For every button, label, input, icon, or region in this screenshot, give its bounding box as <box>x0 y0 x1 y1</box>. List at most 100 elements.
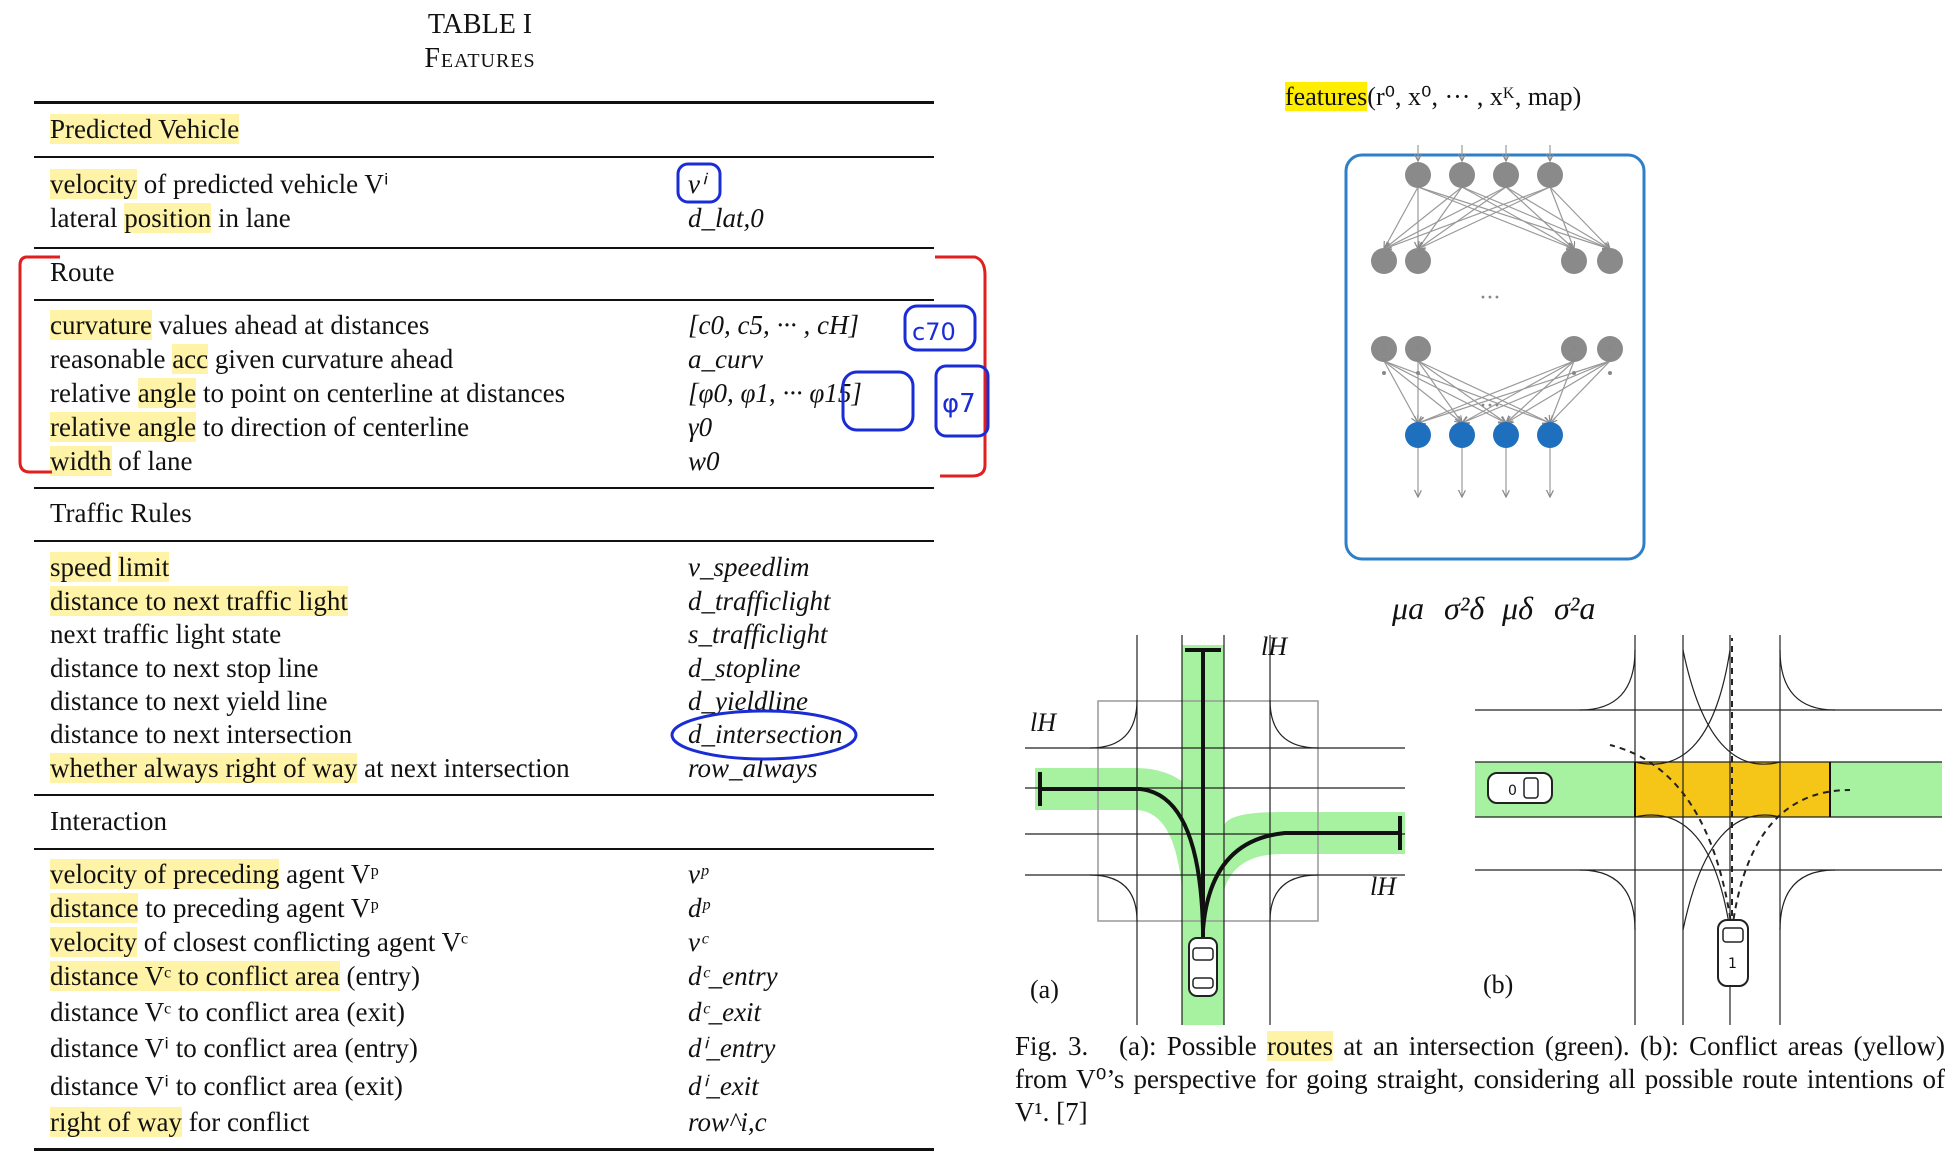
table-row: distance to next intersection d_intersec… <box>50 718 930 750</box>
output-mu-a: μa <box>1392 590 1425 626</box>
table-row: right of way for conflict row^i,c <box>50 1106 930 1138</box>
output-node <box>1405 422 1431 448</box>
handwritten-annotations: c70 φ7 <box>18 162 990 761</box>
network-outputs: μa σ²δ μδ σ²a <box>1392 590 1612 630</box>
intersection-diagram-b: 0 1 <box>1475 635 1942 1025</box>
feature-symbol: d_trafficlight <box>688 586 831 616</box>
car-icon: 1 <box>1717 919 1749 987</box>
hidden-node <box>1561 248 1587 274</box>
feature-label: distance Vⁱ to conflict area (exit) <box>50 1071 403 1101</box>
network-frame <box>1344 153 1646 561</box>
hidden-node <box>1597 248 1623 274</box>
network-edge <box>1383 360 1462 423</box>
section-rule <box>34 156 934 158</box>
section-heading: Traffic Rules <box>50 498 192 528</box>
circle-phi15 <box>841 370 915 432</box>
neural-network-diagram: ··· ··· <box>1344 145 1646 561</box>
feature-label: whether always right of way at next inte… <box>50 753 570 783</box>
table-row: distance Vⁱ to conflict area (entry) dⁱ_… <box>50 1032 930 1064</box>
section-rule <box>34 540 934 542</box>
network-edge <box>1506 360 1575 423</box>
feature-label: width of lane <box>50 446 193 476</box>
figure-label-a: (a) <box>1030 975 1059 1004</box>
feature-label: distance to next traffic light <box>50 586 348 616</box>
feature-symbol: d_stopline <box>688 653 801 683</box>
feature-label: relative angle to point on centerline at… <box>50 378 566 408</box>
feature-symbol: vᶜ <box>688 927 708 957</box>
car-icon <box>1188 937 1218 997</box>
network-edge <box>1506 360 1611 423</box>
feature-label: velocity of preceding agent Vᵖ <box>50 859 379 889</box>
note-phi7-box <box>934 364 990 438</box>
layer-dots-row2: ··· <box>1480 394 1501 419</box>
table-row: lateral position in lane d_lat,0 <box>50 202 930 234</box>
feature-label: speed limit <box>50 552 170 582</box>
car-1-label: 1 <box>1728 956 1737 972</box>
caption-text-a: (a): Possible <box>1119 1031 1267 1061</box>
section-rule <box>34 247 934 249</box>
feature-symbol: dᶜ_entry <box>688 961 778 991</box>
feature-symbol: s_trafficlight <box>688 619 828 649</box>
network-edge <box>1550 360 1611 423</box>
note-c70-box <box>903 304 977 352</box>
caption-highlight: routes <box>1267 1031 1333 1061</box>
section-rule <box>34 794 934 796</box>
caption-fig-number: Fig. 3. <box>1015 1031 1089 1061</box>
table-row: distance Vⁱ to conflict area (exit) dⁱ_e… <box>50 1070 930 1102</box>
hidden-node <box>1537 162 1563 188</box>
table-row: next traffic light state s_trafficlight <box>50 618 930 650</box>
feature-symbol: d_intersection <box>688 719 843 749</box>
feature-label: velocity of predicted vehicle Vⁱ <box>50 169 389 199</box>
lh-label-top: lH <box>1261 632 1287 661</box>
section-heading: Interaction <box>50 806 167 836</box>
table-row: velocity of preceding agent Vᵖ vᵖ <box>50 858 930 890</box>
network-edge <box>1418 360 1575 423</box>
network-edge <box>1462 360 1575 423</box>
feature-label: relative angle to direction of centerlin… <box>50 412 470 442</box>
table-top-rule <box>34 101 934 104</box>
feature-symbol: dⁱ_entry <box>688 1033 776 1063</box>
feature-symbol: vⁱ <box>688 169 705 199</box>
network-edge <box>1383 360 1418 423</box>
section-rule <box>34 299 934 301</box>
table-row: relative angle to point on centerline at… <box>50 377 930 409</box>
lh-label-left: lH <box>1030 708 1056 737</box>
hidden-node <box>1371 248 1397 274</box>
feature-symbol: [c0, c5, ··· , cH] <box>688 310 859 340</box>
feature-label: next traffic light state <box>50 619 282 649</box>
table-row: reasonable acc given curvature ahead a_c… <box>50 343 930 375</box>
network-input-label: features(r⁰, x⁰, ··· , xᴷ, map) <box>1285 80 1581 114</box>
output-mu-delta: μδ <box>1502 590 1533 626</box>
feature-symbol: dⁱ_exit <box>688 1071 759 1101</box>
output-sigma-delta: σ²δ <box>1444 590 1485 626</box>
network-edge <box>1418 186 1463 249</box>
note-phi7: φ7 <box>942 389 976 419</box>
table-number: TABLE I <box>427 9 533 40</box>
output-node <box>1449 422 1475 448</box>
table-row: distance to preceding agent Vᵖ dᵖ <box>50 892 930 924</box>
features-args: (r⁰, x⁰, ··· , xᴷ, map) <box>1367 82 1582 111</box>
network-edge <box>1505 186 1574 249</box>
feature-label: reasonable acc given curvature ahead <box>50 344 454 374</box>
network-edge <box>1417 186 1610 249</box>
figure-label-b: (b) <box>1483 970 1514 999</box>
section-rule <box>34 487 934 489</box>
feature-label: distance Vᶜ to conflict area (entry) <box>50 961 421 991</box>
table-row: distance to next stop line d_stopline <box>50 652 930 684</box>
output-node <box>1537 422 1563 448</box>
output-node <box>1493 422 1519 448</box>
feature-symbol: w0 <box>688 446 720 476</box>
table-row: relative angle to direction of centerlin… <box>50 411 930 443</box>
feature-symbol: row^i,c <box>688 1107 767 1137</box>
car-0-label: 0 <box>1508 783 1517 799</box>
network-edge <box>1549 186 1610 249</box>
table-subtitle: Features <box>424 43 536 74</box>
features-highlight: features <box>1285 82 1368 111</box>
table-row: distance to next traffic light d_traffic… <box>50 585 930 617</box>
intersection-diagram-a <box>1025 635 1405 1025</box>
feature-label: right of way for conflict <box>50 1107 310 1137</box>
car-icon: 0 <box>1487 772 1553 804</box>
network-edge <box>1462 360 1611 423</box>
feature-label: distance to next stop line <box>50 653 319 683</box>
network-edge <box>1384 186 1419 249</box>
